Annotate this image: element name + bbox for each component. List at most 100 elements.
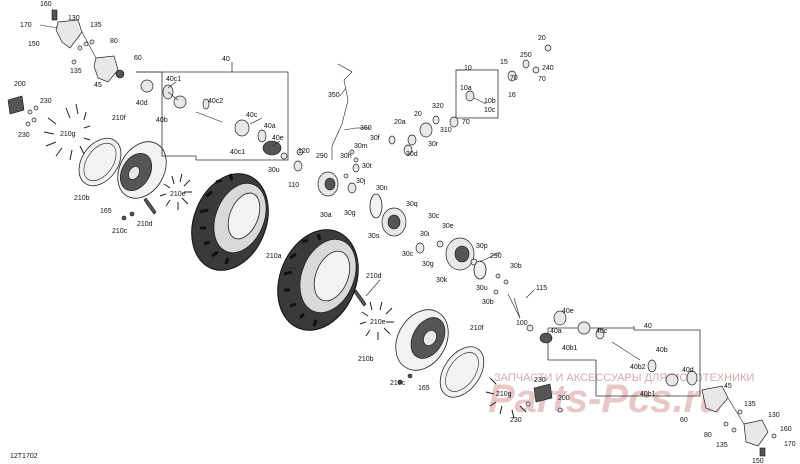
label-30n: 30n [376, 185, 388, 192]
label-20-mid: 20 [414, 111, 422, 118]
drive-shaft-box-40-right [526, 310, 701, 397]
label-40b2-right: 40b2 [630, 364, 646, 371]
label-230-right-a: 230 [534, 377, 546, 384]
label-10: 10 [464, 65, 472, 72]
label-320: 320 [432, 103, 444, 110]
label-30a: 30a [320, 212, 332, 219]
label-210c-right: 210c [390, 380, 406, 387]
label-30g-a: 30g [344, 210, 356, 217]
label-30f: 30f [370, 135, 380, 142]
label-40c-left: 40c [246, 112, 258, 119]
label-210d-left: 210d [137, 221, 153, 228]
label-30e: 30e [442, 223, 454, 230]
pinion-parts-top-right [432, 44, 552, 128]
label-30p: 30p [476, 243, 488, 250]
label-40-right: 40 [644, 323, 652, 330]
label-60-top: 60 [134, 55, 142, 62]
label-40-left: 40 [222, 56, 230, 63]
label-360: 360 [360, 125, 372, 132]
label-45-right: 45 [724, 383, 732, 390]
bolt-burst-210e-right [359, 301, 394, 340]
label-80-top: 80 [110, 38, 118, 45]
label-200-right: 200 [558, 395, 570, 402]
hub-cap-left [7, 95, 39, 127]
label-40c-right: 40c [596, 328, 608, 335]
label-290-b: 290 [490, 253, 502, 260]
valve-stem-210d-left [143, 197, 157, 215]
label-20-top: 20 [538, 35, 546, 42]
label-210e-right: 210e [370, 319, 386, 326]
bolt-burst-210e-left [159, 173, 192, 210]
label-210g-left: 210g [60, 131, 76, 138]
label-290-a: 290 [316, 153, 328, 160]
wheel-rim-210b-left [117, 141, 167, 199]
label-150-top: 150 [28, 41, 40, 48]
knuckle-assembly-front-right [701, 385, 777, 457]
label-40e-right: 40e [562, 308, 574, 315]
label-10a: 10a [460, 85, 472, 92]
label-20a: 20a [394, 119, 406, 126]
label-210f-right: 210f [470, 325, 484, 332]
label-130-right: 130 [768, 412, 780, 419]
label-16: 16 [508, 92, 516, 99]
label-40c1-left-b: 40c1 [230, 149, 245, 156]
label-135-top-a: 135 [90, 22, 102, 29]
label-30t: 30t [362, 163, 372, 170]
label-40b1-right-b: 40b1 [640, 391, 656, 398]
bolt-ring-210g-left [43, 103, 91, 161]
label-230-right-b: 230 [510, 417, 522, 424]
label-30b-b: 30b [482, 299, 494, 306]
label-160-right: 160 [780, 426, 792, 433]
valve-stem-210d-right [353, 289, 367, 307]
label-30b-a: 30b [510, 263, 522, 270]
label-100: 100 [516, 320, 528, 327]
label-40b-right: 40b [656, 347, 668, 354]
label-80-right: 80 [704, 432, 712, 439]
label-240: 240 [542, 65, 554, 72]
label-30i: 30i [420, 231, 430, 238]
label-30s: 30s [368, 233, 380, 240]
label-210b-left: 210b [74, 195, 90, 202]
label-200-left: 200 [14, 81, 26, 88]
label-10c: 10c [484, 107, 496, 114]
label-70-c: 70 [462, 119, 470, 126]
label-165-right: 165 [418, 385, 430, 392]
label-130-top: 130 [68, 15, 80, 22]
valve-cap-right [397, 379, 403, 385]
label-120: 120 [298, 148, 310, 155]
label-40c1-left-a: 40c1 [166, 76, 181, 83]
label-30r: 30r [428, 141, 439, 148]
label-160-top: 160 [40, 1, 52, 8]
label-40e-left: 40e [272, 135, 284, 142]
label-70-a: 70 [538, 76, 546, 83]
label-30g-b: 30g [422, 261, 434, 268]
label-115: 115 [536, 285, 547, 292]
label-210d-right: 210d [366, 273, 382, 280]
label-310: 310 [440, 127, 452, 134]
label-30j: 30j [356, 178, 366, 185]
part-labels: 160 130 170 135 150 80 135 60 45 200 230… [14, 1, 796, 464]
label-30c-b: 30c [402, 251, 414, 258]
label-45-top: 45 [94, 82, 102, 89]
leader-lines [167, 69, 535, 319]
label-30c-a: 30c [428, 213, 440, 220]
label-40c2-left: 40c2 [208, 98, 223, 105]
label-30u-b: 30u [476, 285, 488, 292]
hub-cap-right [525, 383, 563, 413]
watermark-logo: Parts-Pcs.ru [488, 377, 724, 421]
label-30u-a: 30u [268, 167, 280, 174]
label-210f-left: 210f [112, 115, 126, 122]
label-30h: 30h [340, 153, 352, 160]
label-40b1-right-a: 40b1 [562, 345, 578, 352]
label-40d-right: 40d [682, 367, 694, 374]
tire-210a-right [277, 229, 359, 331]
beadlock-ring-210f-right [439, 346, 485, 398]
label-150-right: 150 [752, 458, 764, 464]
label-10b: 10b [484, 98, 496, 105]
label-210b-right: 210b [358, 356, 374, 363]
label-170-right: 170 [784, 441, 796, 448]
label-135-top-b: 135 [70, 68, 82, 75]
label-210a: 210a [266, 253, 282, 260]
label-210g-right: 210g [496, 391, 512, 398]
beadlock-ring-210f-left [78, 137, 122, 187]
